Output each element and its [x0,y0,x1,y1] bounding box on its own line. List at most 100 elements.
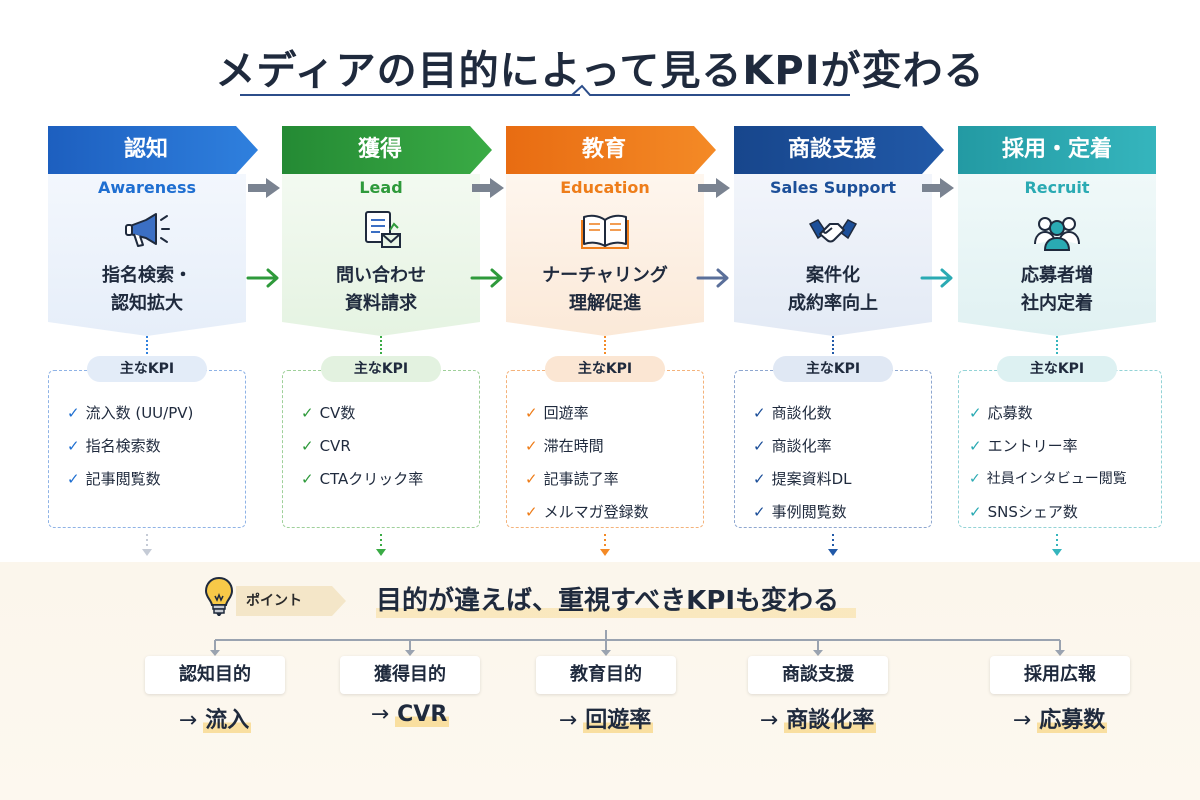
stage-purpose: 問い合わせ 資料請求 [282,262,480,318]
summary-value: →CVR [330,702,490,727]
purpose-arrow-4 [920,268,953,288]
kpi-text: SNSシェア数 [987,503,1078,521]
kpi-text: 社員インタビュー閲覧 [986,471,1127,487]
kpi-box: ✓ 商談化数 ✓ 商談化率 ✓ 提案資料DL ✓ 事例閲覧数 [734,370,932,528]
arrow-icon: → [178,708,198,733]
kpi-label: 主なKPI [773,356,893,382]
check-icon: ✓ [753,470,766,488]
summary-label: 教育目的 [536,656,676,694]
kpi-item: ✓流入数 (UU/PV) [67,397,193,430]
kpi-text: 商談化率 [771,437,832,455]
purpose-line-1: 応募者増 [1021,265,1093,286]
summary-value: →商談化率 [738,702,898,734]
kpi-label: 主なKPI [545,356,665,382]
summary-label: 獲得目的 [340,656,480,694]
kpi-item: ✓ 提案資料DL [753,463,852,496]
banner-arrow-4 [922,178,954,198]
kpi-text: 提案資料DL [771,470,852,488]
kpi-item: ✓エントリー率 [969,430,1127,463]
stage-english-label: Lead [359,178,403,197]
lightbulb-icon [204,576,234,616]
kpi-item: ✓ 指名検索数 [67,430,193,463]
check-icon: ✓ [753,404,766,422]
check-icon: ✓ [753,437,766,455]
stage-title: 獲得 [282,126,492,174]
purpose-arrow-1 [246,268,279,288]
summary-value: →応募数 [980,702,1140,734]
kpi-item: ✓社員インタビュー閲覧 [969,463,1127,496]
kpi-list: ✓流入数 (UU/PV) ✓ 指名検索数 ✓記事閲覧数 [67,397,193,496]
kpi-text: 事例閲覧数 [771,503,847,521]
purpose-line-2: 成約率向上 [788,293,878,314]
kpi-text: 記事閲覧数 [85,470,161,488]
down-arrow-icon [600,534,610,556]
down-arrow-icon [828,534,838,556]
kpi-item: ✓滞在時間 [525,430,649,463]
point-highlight [376,608,856,618]
kpi-label: 主なKPI [321,356,441,382]
kpi-text: 記事読了率 [543,470,619,488]
summary-value-text: CVR [395,702,450,727]
summary-tree [210,630,1065,656]
check-icon: ✓ [969,404,982,422]
stage-english-label: Sales Support [769,178,897,197]
megaphone-icon [125,213,170,247]
kpi-item: ✓ 商談化数 [753,397,852,430]
stage-purpose: 応募者増 社内定着 [958,262,1156,318]
stage-title: 採用・定着 [958,126,1156,174]
purpose-arrow-3 [696,268,729,288]
down-arrow-icon [1052,534,1062,556]
kpi-list: ✓ CV数 ✓CVR ✓ CTAクリック率 [301,397,423,496]
purpose-line-2: 資料請求 [345,293,417,314]
kpi-text: 応募数 [987,404,1033,422]
kpi-text: メルマガ登録数 [543,503,649,521]
down-arrow-icon [142,534,152,556]
stage-card: Awareness 指名検索・ 認知拡大 [48,174,246,336]
check-icon: ✓ [67,437,80,455]
title-underline-notch [560,84,850,96]
stage-card: Lead 問い合わせ 資料請求 [282,174,480,336]
stage-card: Education ナーチャリング 理解促進 [506,174,704,336]
handshake-icon [808,219,858,243]
kpi-text: 商談化数 [771,404,832,422]
check-icon: ✓ [301,404,314,422]
purpose-line-1: ナーチャリング [542,265,668,286]
purpose-line-2: 認知拡大 [111,293,183,314]
check-icon: ✓ [525,404,538,422]
summary-value-text: 流入 [203,708,252,733]
kpi-item: ✓CVR [301,430,423,463]
kpi-item: ✓SNSシェア数 [969,496,1127,529]
kpi-box: ✓ 応募数 ✓エントリー率 ✓社員インタビュー閲覧 ✓SNSシェア数 [958,370,1162,528]
stage-purpose: ナーチャリング 理解促進 [506,262,704,318]
purpose-line-1: 問い合わせ [336,265,426,286]
stage-title: 教育 [506,126,716,174]
kpi-text: CTAクリック率 [319,470,424,488]
stage-purpose: 指名検索・ 認知拡大 [48,262,246,318]
kpi-text: 指名検索数 [85,437,161,455]
arrow-icon: → [370,702,390,727]
point-text: 目的が違えば、重視すべきKPIも変わる [376,586,840,616]
kpi-text: CV数 [319,404,356,422]
connector-dots [380,336,382,358]
connector-dots [604,336,606,358]
summary-label: 採用広報 [990,656,1130,694]
check-icon: ✓ [301,470,314,488]
purpose-line-1: 案件化 [806,265,860,286]
kpi-text: 回遊率 [543,404,589,422]
summary-label: 商談支援 [748,656,888,694]
kpi-box: ✓流入数 (UU/PV) ✓ 指名検索数 ✓記事閲覧数 [48,370,246,528]
kpi-item: ✓記事閲覧数 [67,463,193,496]
summary-value-text: 商談化率 [784,708,877,733]
summary-value-text: 応募数 [1037,708,1108,733]
connector-dots [146,336,148,358]
purpose-arrow-2 [470,268,503,288]
people-icon [1034,217,1080,251]
stage-title: 商談支援 [734,126,944,174]
kpi-box: ✓回遊率 ✓滞在時間 ✓記事読了率 ✓メルマガ登録数 [506,370,704,528]
kpi-item: ✓ CV数 [301,397,423,430]
kpi-item: ✓メルマガ登録数 [525,496,649,529]
summary-value-text: 回遊率 [583,708,654,733]
purpose-line-2: 社内定着 [1021,293,1093,314]
arrow-icon: → [558,708,578,733]
down-arrow-icon [376,534,386,556]
